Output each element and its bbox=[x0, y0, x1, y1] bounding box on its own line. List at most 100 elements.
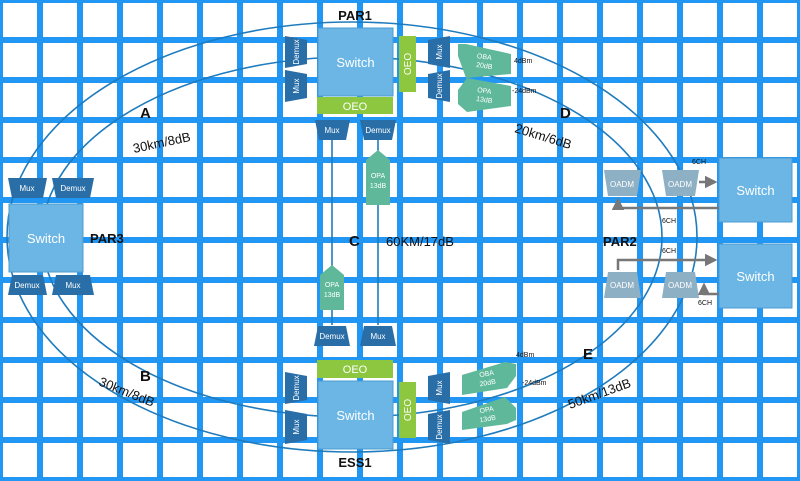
link-c-distance: 60KM/17dB bbox=[386, 234, 454, 249]
ess1-demux-top[interactable] bbox=[314, 326, 350, 346]
par1-opa[interactable] bbox=[458, 78, 511, 112]
par2-add-arrow-top bbox=[611, 197, 719, 210]
par2-label: PAR2 bbox=[603, 234, 637, 249]
par1-oba-power: 4dBm bbox=[514, 58, 532, 65]
par2-6ch-3: 6CH bbox=[662, 248, 676, 255]
par1-mux-right-label: Mux bbox=[435, 44, 444, 59]
ess1-mux-right-label: Mux bbox=[435, 380, 444, 395]
par3-group: Mux Demux Switch PAR3 Demux Mux bbox=[8, 178, 124, 295]
ess1-group: OPA 13dB Demux Mux OEO Switch ESS1 Demux… bbox=[285, 265, 547, 470]
ess1-oeo-horizontal[interactable] bbox=[317, 360, 393, 378]
link-d-letter: D bbox=[560, 105, 571, 122]
par1-mux-right[interactable] bbox=[428, 36, 450, 68]
ess1-demux-right[interactable] bbox=[428, 410, 450, 444]
ess1-oba-power: 4dBm bbox=[516, 352, 534, 359]
par1-opa-gain: 13dB bbox=[476, 96, 493, 105]
ess1-opa-power: -24dBm bbox=[522, 380, 547, 387]
ess1-oba-label: OBA bbox=[479, 370, 495, 380]
par2-6ch-4: 6CH bbox=[698, 300, 712, 307]
ess1-mux-top-label: Mux bbox=[370, 332, 385, 341]
par2-6ch-1: 6CH bbox=[692, 159, 706, 166]
par2-oadm-bottom-left[interactable] bbox=[604, 272, 641, 298]
ess1-link-c-opa-label: OPA bbox=[325, 282, 340, 289]
par2-oadm-top-left-label: OADM bbox=[610, 180, 634, 189]
par1-link-c-opa[interactable] bbox=[366, 150, 390, 205]
par3-demux-bottom[interactable] bbox=[8, 275, 47, 295]
par2-group: PAR2 OADM OADM OADM OADM Switch Switch 6… bbox=[603, 157, 793, 309]
par1-demux-right[interactable] bbox=[428, 70, 450, 102]
par2-oadm-top-right[interactable] bbox=[662, 170, 699, 196]
par3-mux-bottom[interactable] bbox=[52, 275, 94, 295]
par1-oba[interactable] bbox=[458, 44, 511, 78]
par1-mux-left[interactable] bbox=[285, 70, 307, 102]
par1-demux-left[interactable] bbox=[285, 36, 307, 68]
ess1-demux-left-label: Demux bbox=[292, 375, 301, 400]
par1-mux-bottom[interactable] bbox=[315, 120, 350, 140]
ess1-label: ESS1 bbox=[338, 455, 371, 470]
par2-oadm-bottom-left-label: OADM bbox=[610, 281, 634, 290]
ess1-mux-top[interactable] bbox=[360, 326, 396, 346]
par2-oadm-bottom-right[interactable] bbox=[662, 272, 699, 298]
par1-opa-power: -24dBm bbox=[512, 88, 537, 95]
par3-demux-bottom-label: Demux bbox=[14, 281, 39, 290]
ess1-opa-label: OPA bbox=[479, 406, 495, 415]
par1-switch-label: Switch bbox=[336, 55, 374, 70]
link-b-letter: B bbox=[140, 368, 151, 385]
par1-oeo-horizontal[interactable] bbox=[317, 97, 393, 114]
par2-switch-top-label: Switch bbox=[736, 183, 774, 198]
par3-mux-top[interactable] bbox=[8, 178, 47, 198]
link-e-letter: E bbox=[583, 346, 593, 363]
link-a-letter: A bbox=[140, 105, 151, 122]
par3-demux-top[interactable] bbox=[52, 178, 94, 198]
ess1-link-c-opa-gain: 13dB bbox=[324, 292, 341, 299]
ess1-link-c-opa[interactable] bbox=[320, 265, 344, 310]
ess1-demux-left[interactable] bbox=[285, 372, 307, 404]
par3-mux-bottom-label: Mux bbox=[65, 281, 80, 290]
par1-link-c-opa-gain: 13dB bbox=[370, 183, 387, 190]
par2-6ch-2: 6CH bbox=[662, 218, 676, 225]
par2-oadm-top-right-label: OADM bbox=[668, 180, 692, 189]
par2-drop-arrow-bottom bbox=[616, 253, 718, 270]
ess1-switch[interactable] bbox=[317, 380, 394, 450]
ess1-opa-gain: 13dB bbox=[479, 415, 497, 425]
par1-oba-gain: 20dB bbox=[476, 62, 493, 71]
par2-switch-top[interactable] bbox=[718, 157, 793, 223]
par1-demux-left-label: Demux bbox=[292, 39, 301, 64]
par1-oba-label: OBA bbox=[476, 53, 492, 62]
ess1-oeo-vertical[interactable] bbox=[399, 382, 416, 438]
par3-switch-label: Switch bbox=[27, 231, 65, 246]
ess1-mux-left-label: Mux bbox=[292, 419, 301, 434]
par1-demux-bottom-label: Demux bbox=[365, 126, 390, 135]
ess1-oba[interactable] bbox=[462, 362, 516, 395]
par1-oeo-vertical[interactable] bbox=[399, 36, 416, 92]
par1-mux-bottom-label: Mux bbox=[324, 126, 339, 135]
ess1-opa[interactable] bbox=[462, 397, 516, 430]
par1-demux-right-label: Demux bbox=[435, 73, 444, 98]
ess1-oeo-horizontal-label: OEO bbox=[343, 364, 368, 376]
par2-oadm-top-left[interactable] bbox=[604, 170, 641, 196]
par2-oadm-bottom-right-label: OADM bbox=[668, 281, 692, 290]
outer-ring bbox=[6, 21, 698, 453]
par3-mux-top-label: Mux bbox=[19, 184, 34, 193]
par1-switch[interactable] bbox=[317, 27, 394, 97]
ess1-switch-label: Switch bbox=[336, 408, 374, 423]
par2-add-arrow-bottom bbox=[697, 282, 719, 296]
par3-demux-top-label: Demux bbox=[60, 184, 85, 193]
par1-link-c-opa-label: OPA bbox=[371, 173, 386, 180]
par1-oeo-horizontal-label: OEO bbox=[343, 101, 368, 113]
par2-channel-arrows bbox=[611, 175, 719, 296]
par1-label: PAR1 bbox=[338, 8, 372, 23]
par1-demux-bottom[interactable] bbox=[360, 120, 396, 140]
ess1-oeo-vertical-label: OEO bbox=[403, 399, 414, 421]
ess1-mux-right[interactable] bbox=[428, 372, 450, 404]
par1-group: Switch PAR1 Demux Mux OEO Mux Demux OEO … bbox=[285, 8, 537, 205]
par1-mux-left-label: Mux bbox=[292, 78, 301, 93]
par1-oeo-vertical-label: OEO bbox=[403, 53, 414, 75]
par2-switch-bottom[interactable] bbox=[718, 243, 793, 309]
par3-switch[interactable] bbox=[8, 203, 84, 273]
ess1-oba-gain: 20dB bbox=[479, 379, 497, 389]
ess1-mux-left[interactable] bbox=[285, 410, 307, 444]
par2-switch-bottom-label: Switch bbox=[736, 269, 774, 284]
par3-label: PAR3 bbox=[90, 231, 124, 246]
